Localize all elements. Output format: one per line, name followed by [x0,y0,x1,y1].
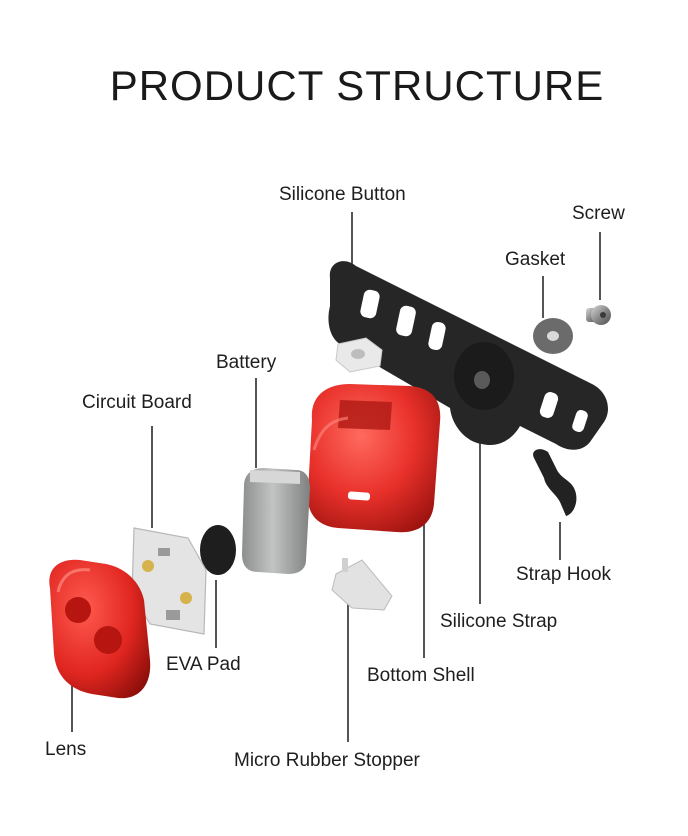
label-micro-rubber-stopper: Micro Rubber Stopper [234,750,420,771]
silicone-button-part [335,337,383,373]
eva-pad-part [200,525,236,575]
circuit-board-part [131,527,207,635]
lens-part [49,559,151,699]
label-bottom-shell: Bottom Shell [367,665,475,686]
label-gasket: Gasket [505,249,566,270]
leader-lines [71,212,601,742]
strap-hook-part [533,449,577,516]
label-circuit-board: Circuit Board [82,392,192,413]
label-strap-hook: Strap Hook [516,564,612,585]
page-title: PRODUCT STRUCTURE [109,62,605,109]
micro-rubber-stopper-part [331,558,393,611]
label-eva-pad: EVA Pad [166,654,241,675]
label-silicone-button: Silicone Button [279,184,406,205]
battery-part [242,468,310,574]
silicone-strap-part [328,261,608,450]
label-silicone-strap: Silicone Strap [440,611,558,632]
label-lens: Lens [45,739,87,760]
label-battery: Battery [216,352,277,373]
label-screw: Screw [572,203,625,224]
screw-part [586,305,611,325]
bottom-shell-part [307,384,441,533]
